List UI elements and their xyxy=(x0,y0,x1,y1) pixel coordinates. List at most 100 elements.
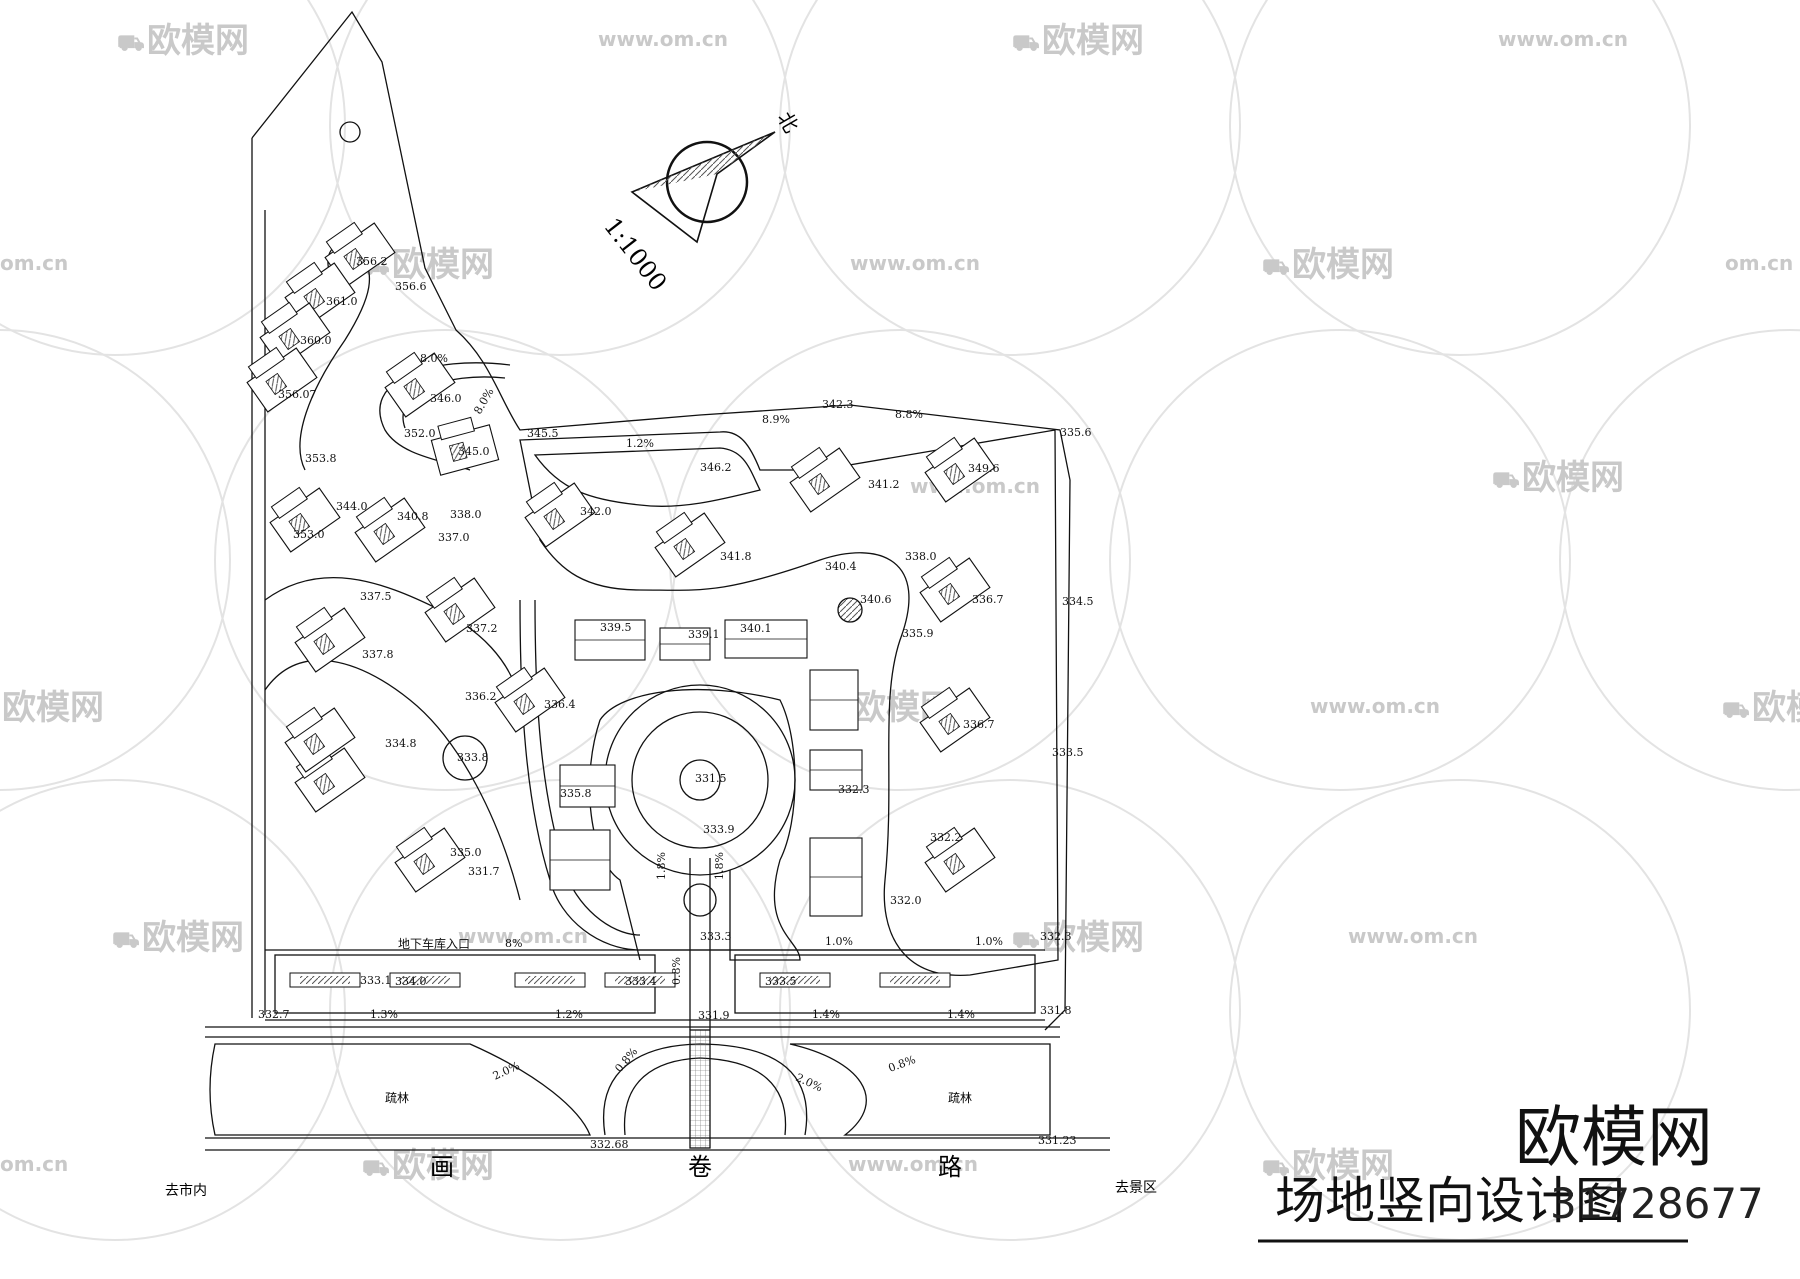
ring-road-north xyxy=(379,362,511,471)
elevation-label: 331.7 xyxy=(468,865,500,878)
watermark-brand: ⛟欧模网 xyxy=(1012,918,1144,958)
road-char-1: 画 xyxy=(430,1153,454,1181)
slope-label: 2.0% xyxy=(491,1059,522,1083)
elevation-label: 340.8 xyxy=(397,510,429,523)
east-grove-label: 疏林 xyxy=(948,1090,972,1105)
elevation-label: 337.8 xyxy=(362,648,394,661)
watermark-brand-large: 欧模网 xyxy=(1515,1099,1713,1176)
villa-block xyxy=(354,496,426,563)
watermark-layer: ⛟欧模网⛟欧模网⛟欧模网⛟欧模网⛟欧模网⛟欧模网⛟欧模网⛟欧模网⛟欧模网⛟欧模网… xyxy=(0,0,1800,1241)
elevation-label: 332.68 xyxy=(590,1138,629,1151)
watermark-circle xyxy=(0,329,231,791)
slope-label: 1.8% xyxy=(655,852,668,880)
slope-label: 1.0% xyxy=(975,935,1003,948)
elevation-label: 335.6 xyxy=(1060,426,1092,439)
elevation-label: 344.0 xyxy=(336,500,368,513)
slope-label: 0.8% xyxy=(670,957,683,985)
elevation-label: 338.0 xyxy=(450,508,482,521)
slope-label: 0.8% xyxy=(612,1045,640,1075)
watermark-logo-icon: ⛟ xyxy=(112,928,140,953)
plaza-landscape xyxy=(588,688,801,961)
elevation-label: 333.5 xyxy=(1052,746,1084,759)
site-linework xyxy=(205,10,1110,1151)
watermark-circle xyxy=(0,0,346,356)
slope-label: 8.0% xyxy=(420,352,448,365)
watermark-brand-text: 欧模网 xyxy=(1292,1146,1394,1186)
to-city-label: 去市内 xyxy=(165,1182,207,1199)
elevation-label: 340.4 xyxy=(825,560,857,573)
watermark-url: www.om.cn xyxy=(458,924,588,948)
elevation-label: 345.0 xyxy=(458,445,490,458)
plaza-axis xyxy=(689,858,711,1030)
frontage-unit xyxy=(389,972,461,988)
road-char-2: 卷 xyxy=(688,1153,712,1181)
elevation-label: 356.07 xyxy=(278,388,317,401)
watermark-circle xyxy=(1559,329,1800,791)
elevation-label: 331.8 xyxy=(1040,1004,1072,1017)
elevation-label: 338.0 xyxy=(905,550,937,563)
entrance-walk xyxy=(689,1029,711,1149)
elevation-label: 332.3 xyxy=(838,783,870,796)
villa-block xyxy=(269,486,341,553)
watermark-brand-text: 欧模网 xyxy=(392,1146,494,1186)
slope-label: 1.2% xyxy=(555,1008,583,1021)
slope-label: 8.8% xyxy=(895,408,923,421)
to-scenic-label: 去景区 xyxy=(1115,1180,1157,1196)
east-grove xyxy=(789,1043,1051,1136)
watermark-url: www.om.cn xyxy=(850,251,980,275)
site-boundary xyxy=(251,10,1071,1031)
villa-block xyxy=(919,686,991,753)
villa-block xyxy=(919,556,991,623)
slope-label: 8.0% xyxy=(471,386,496,417)
frontage-strip xyxy=(265,949,1045,1021)
elevation-label: 341.2 xyxy=(868,478,900,491)
slope-label: 8.9% xyxy=(762,413,790,426)
elevation-labels: 356.6356.2361.0360.0356.07353.8346.0352.… xyxy=(258,255,1094,1151)
road-char-3: 路 xyxy=(938,1153,962,1181)
elevation-label: 356.2 xyxy=(356,255,388,268)
villa-block xyxy=(924,826,996,893)
frontage-building-east xyxy=(734,954,1036,1014)
watermark-brand-text: 欧模网 xyxy=(392,245,494,285)
elevation-label: 335.8 xyxy=(560,787,592,800)
villa-block xyxy=(284,706,356,773)
frontage-unit xyxy=(604,972,676,988)
elevation-label: 341.8 xyxy=(720,550,752,563)
slope-label: 1.4% xyxy=(812,1008,840,1021)
huajuan-road xyxy=(205,1137,1110,1151)
elevation-label: 361.0 xyxy=(326,295,358,308)
villa-block xyxy=(524,481,596,548)
elevation-label: 353.8 xyxy=(305,452,337,465)
watermark-url-short: om.cn xyxy=(0,1152,68,1176)
elevation-label: 340.1 xyxy=(740,622,772,635)
watermark-url: www.om.cn xyxy=(1348,924,1478,948)
north-arrow-fill xyxy=(632,132,775,192)
west-loop xyxy=(264,659,521,901)
elevation-label: 337.0 xyxy=(438,531,470,544)
elevation-label: 334.8 xyxy=(385,737,417,750)
central-plaza-core xyxy=(679,759,721,801)
elevation-label: 340.6 xyxy=(860,593,892,606)
elevation-label: 331.23 xyxy=(1038,1134,1077,1147)
watermark-brand: ⛟欧模网 xyxy=(1722,688,1800,728)
watermark-circle xyxy=(1229,0,1691,356)
watermark-circle xyxy=(1109,329,1571,791)
townhouse-row xyxy=(809,749,863,791)
villa-block xyxy=(424,576,496,643)
townhouse-row xyxy=(559,764,616,808)
elevation-label: 333.3 xyxy=(700,930,732,943)
elevation-label: 333.5 xyxy=(765,975,797,988)
watermark-brand-text: 欧模网 xyxy=(2,688,104,728)
townhouse-row xyxy=(549,829,611,891)
elevation-label: 334.0 xyxy=(395,975,427,988)
elevation-label: 346.2 xyxy=(700,461,732,474)
garage-entrance-label: 地下车库入口 xyxy=(398,936,470,951)
slope-label: 1.2% xyxy=(626,437,654,450)
elevation-label: 331.9 xyxy=(698,1009,730,1022)
watermark-circle xyxy=(779,0,1241,356)
watermark-brand-text: 欧模网 xyxy=(1042,918,1144,958)
slope-label: 1.3% xyxy=(370,1008,398,1021)
watermark-brand-text: 欧模网 xyxy=(147,21,249,61)
site-marker xyxy=(339,121,361,143)
